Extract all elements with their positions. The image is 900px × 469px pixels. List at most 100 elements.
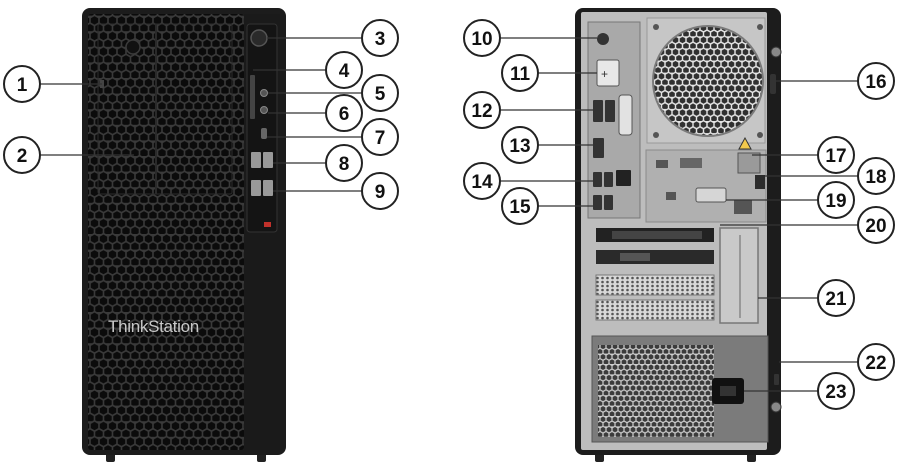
- rear-usb-port-14a: [593, 172, 602, 187]
- fan-screw-1: [653, 24, 659, 30]
- callout-12: 12: [463, 91, 501, 129]
- rear-usb-port-14b: [604, 172, 613, 187]
- rear-serial-connector-2: [695, 187, 727, 203]
- rear-optional-slot-b: [680, 158, 702, 168]
- fan-screw-2: [757, 24, 763, 30]
- thumbscrew-bottom: [770, 401, 782, 413]
- rear-audio-port: [597, 33, 609, 45]
- rear-power-symbol: +: [601, 67, 608, 81]
- svg-text:6: 6: [339, 104, 350, 125]
- svg-text:12: 12: [471, 101, 492, 122]
- svg-text:3: 3: [375, 29, 386, 50]
- svg-text:8: 8: [339, 154, 350, 175]
- rear-optional-slot-c: [666, 192, 676, 200]
- callout-16: 16: [857, 62, 895, 100]
- callout-3: 3: [361, 19, 399, 57]
- callout-13: 13: [501, 126, 539, 164]
- front-view: ThinkStation: [82, 8, 286, 462]
- audio-jack-bottom: [260, 106, 268, 114]
- callout-17: 17: [817, 136, 855, 174]
- svg-text:20: 20: [865, 216, 886, 237]
- fan-screw-3: [653, 132, 659, 138]
- callout-23: 23: [817, 372, 855, 410]
- svg-text:5: 5: [375, 84, 386, 105]
- callout-2: 2: [3, 136, 41, 174]
- callout-14: 14: [463, 162, 501, 200]
- rear-optional-slot-a: [656, 160, 668, 168]
- expansion-slot-2-ports: [620, 253, 650, 261]
- rear-displayport-1: [593, 100, 603, 122]
- thumbscrew-top: [770, 46, 782, 58]
- callout-leaders: [40, 37, 858, 392]
- rear-serial-port: [618, 94, 633, 136]
- svg-text:2: 2: [17, 146, 28, 167]
- callout-22: 22: [857, 343, 895, 381]
- callout-7: 7: [361, 118, 399, 156]
- svg-text:1: 1: [17, 75, 28, 96]
- rear-displayport-3: [593, 138, 604, 158]
- svg-text:19: 19: [825, 191, 846, 212]
- callout-4: 4: [325, 51, 363, 89]
- callout-21: 21: [817, 279, 855, 317]
- svg-text:17: 17: [825, 146, 846, 167]
- rear-cover-latch: [755, 175, 765, 189]
- svg-text:10: 10: [471, 29, 492, 50]
- callout-10: 10: [463, 19, 501, 57]
- callout-11: 11: [501, 54, 539, 92]
- callout-9: 9: [361, 172, 399, 210]
- power-button: [250, 29, 268, 47]
- callout-1: 1: [3, 65, 41, 103]
- security-lock-slot: [774, 374, 779, 385]
- callout-8: 8: [325, 144, 363, 182]
- callout-18: 18: [857, 157, 895, 195]
- front-usb-port-8b: [263, 152, 273, 168]
- svg-text:18: 18: [865, 167, 886, 188]
- expansion-slot-1-ports: [612, 231, 702, 239]
- expansion-slot-2: [596, 250, 714, 264]
- rear-card-retainer: [734, 200, 752, 214]
- rear-padlock-loop: [737, 152, 761, 174]
- rear-fan-grille: [652, 25, 764, 137]
- svg-text:7: 7: [375, 128, 386, 149]
- callout-6: 6: [325, 94, 363, 132]
- callout-19: 19: [817, 181, 855, 219]
- rear-usb-port-15a: [593, 195, 602, 210]
- front-bay-button: [125, 39, 141, 55]
- card-bracket: [719, 227, 759, 324]
- rear-usb-port-15b: [604, 195, 613, 210]
- expansion-slot-3: [595, 274, 715, 296]
- expansion-slot-4: [595, 299, 715, 321]
- svg-text:21: 21: [825, 289, 847, 310]
- svg-text:13: 13: [509, 136, 530, 157]
- svg-text:4: 4: [339, 61, 350, 82]
- rear-thumbscrew-tab: [770, 74, 776, 94]
- svg-text:23: 23: [825, 382, 846, 403]
- front-usb-port-9b: [263, 180, 273, 196]
- rear-displayport-2: [605, 100, 615, 122]
- brand-label: ThinkStation: [108, 317, 199, 336]
- svg-text:11: 11: [510, 64, 531, 85]
- front-usb-c-port: [261, 128, 267, 139]
- front-usb-port-8a: [251, 152, 261, 168]
- svg-text:15: 15: [509, 197, 531, 218]
- front-io-panel: [246, 23, 278, 233]
- audio-jack-top: [260, 89, 268, 97]
- power-inlet-pins: [720, 386, 736, 396]
- warning-icon: [738, 136, 752, 150]
- fan-screw-4: [757, 132, 763, 138]
- callout-5: 5: [361, 74, 399, 112]
- front-drive-bay: [97, 23, 233, 195]
- rear-view: +: [575, 8, 782, 462]
- power-supply-vent: [598, 345, 714, 437]
- callout-20: 20: [857, 206, 895, 244]
- callout-15: 15: [501, 187, 539, 225]
- rear-ethernet-port: [616, 170, 631, 186]
- front-red-accent: [264, 222, 271, 227]
- svg-text:22: 22: [865, 353, 886, 374]
- callout-bubbles: 1 2 3 4 5 6 7 8 9 10 11 12 13 14 15 16 1…: [3, 19, 895, 410]
- svg-text:9: 9: [375, 182, 386, 203]
- front-usb-port-9a: [251, 180, 261, 196]
- card-reader-slot: [250, 75, 255, 119]
- svg-text:14: 14: [471, 172, 493, 193]
